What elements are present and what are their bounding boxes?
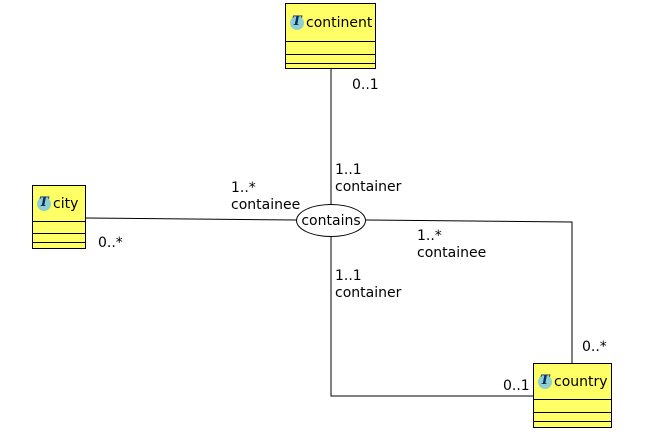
line-contains-country-containee[interactable]: [365, 219, 573, 363]
type-icon: T: [290, 14, 304, 30]
class-city-header: T city: [33, 186, 85, 222]
compartment-divider: [286, 63, 375, 64]
line-contains-city[interactable]: [85, 217, 297, 221]
class-continent-header: T continent: [286, 4, 375, 42]
type-icon: T: [37, 195, 51, 211]
class-city[interactable]: T city: [32, 185, 86, 249]
class-continent[interactable]: T continent: [285, 3, 376, 69]
line-contains-country-container[interactable]: [330, 237, 533, 397]
label-container-bottom-role: container: [335, 285, 402, 301]
compartment-divider: [534, 412, 611, 413]
class-country-header: T country: [534, 364, 611, 400]
compartment-divider: [286, 54, 375, 55]
type-icon: T: [538, 373, 552, 389]
label-city-containee-multiplicity: 1..*: [231, 180, 256, 196]
label-city-multiplicity: 0..*: [98, 235, 123, 251]
class-continent-name: continent: [306, 14, 373, 31]
association-name: contains: [301, 212, 361, 229]
label-country-containee-role: containee: [417, 245, 487, 261]
compartment-divider: [534, 421, 611, 422]
label-container-bottom-multiplicity: 1..1: [335, 268, 362, 284]
label-container-top-role: container: [335, 179, 402, 195]
label-country-containee-multiplicity: 1..*: [417, 228, 442, 244]
class-city-name: city: [53, 195, 79, 212]
label-country-left-multiplicity: 0..1: [503, 378, 530, 394]
label-city-containee-role: containee: [231, 197, 301, 213]
label-container-top-multiplicity: 1..1: [335, 162, 362, 178]
association-contains[interactable]: contains: [296, 204, 366, 237]
label-country-top-multiplicity: 0..*: [582, 339, 607, 355]
class-country-name: country: [554, 373, 608, 390]
label-continent-multiplicity: 0..1: [352, 77, 379, 93]
class-country[interactable]: T country: [533, 363, 612, 428]
compartment-divider: [33, 242, 85, 243]
compartment-divider: [33, 233, 85, 234]
